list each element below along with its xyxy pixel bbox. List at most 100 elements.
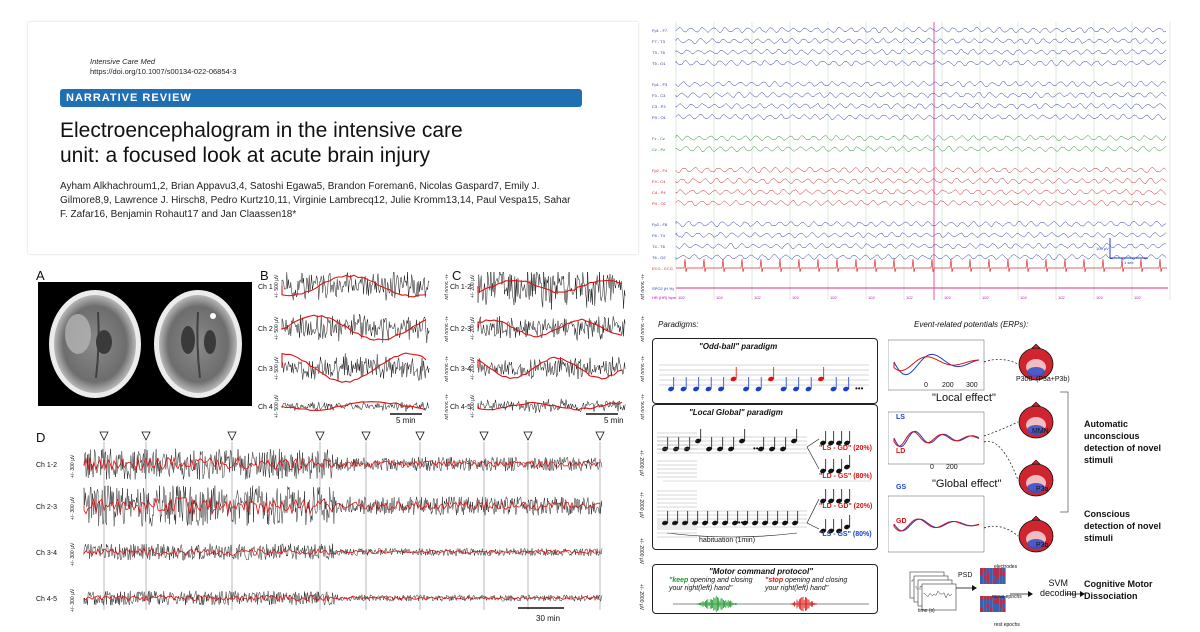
ct-scan-image xyxy=(38,282,252,406)
panel-a-tag: A xyxy=(36,268,45,283)
hr-value: 102 xyxy=(1096,295,1103,300)
heatmap-cell xyxy=(986,572,990,576)
note-head xyxy=(836,440,842,446)
eeg-trace xyxy=(675,166,1167,174)
left-scale-label: +/- 500 µV xyxy=(274,356,280,380)
local-effect-label: "Local effect" xyxy=(932,392,996,404)
heatmap-cell xyxy=(992,600,996,604)
trend-trace xyxy=(281,401,427,411)
note-head xyxy=(844,440,850,446)
head-blue-region xyxy=(1027,483,1045,493)
note-head xyxy=(769,446,775,452)
eeg-channel-label: P3 - O1 xyxy=(652,115,667,120)
left-scale-label: +/- 200 µV xyxy=(470,316,476,340)
auto-line-4: stimuli xyxy=(1084,455,1114,465)
right-scale-label: +/- 5000 µV xyxy=(443,316,448,343)
raw-trace xyxy=(83,590,603,606)
heatmap-cell xyxy=(999,580,1003,584)
eeg-trace xyxy=(675,145,1167,153)
heatmap-cell xyxy=(980,576,984,580)
erp-wave xyxy=(893,430,980,448)
note-head xyxy=(705,386,712,392)
hr-value: 102 xyxy=(1134,295,1141,300)
heatmap-cell xyxy=(986,576,990,580)
cmd-line-1: Cognitive Motor xyxy=(1084,579,1153,589)
note-head xyxy=(828,440,834,446)
right-scale-label: +/- 2000 µV xyxy=(638,492,644,519)
heatmap-cell xyxy=(989,596,993,600)
trend-trace xyxy=(477,356,623,380)
event-triangle-marker xyxy=(479,431,489,441)
move-epochs-label: move epochs xyxy=(992,594,1022,600)
title-line-1: Electroencephalogram in the intensive ca… xyxy=(60,119,463,142)
heatmap-cell xyxy=(986,580,990,584)
heatmap-cell xyxy=(980,596,984,600)
eeg-trace xyxy=(675,242,1167,250)
hr-value: 102 xyxy=(716,295,723,300)
branch-line xyxy=(806,438,820,448)
heatmap-cell xyxy=(992,572,996,576)
eeg-channel-label: Fp1 - F3 xyxy=(652,82,668,87)
note-head xyxy=(836,528,842,534)
channel-label: Ch 4 xyxy=(258,404,273,411)
right-scale-label: +/- 5000 µV xyxy=(443,356,448,383)
doi-link[interactable]: https://doi.org/10.1007/s00134-022-06854… xyxy=(90,67,237,76)
gs-tag: GS xyxy=(896,484,907,491)
raw-trace xyxy=(281,353,430,382)
hr-value: 102 xyxy=(1020,295,1027,300)
note-head xyxy=(828,468,834,474)
hr-value: 102 xyxy=(754,295,761,300)
note-head xyxy=(820,498,826,504)
right-scale-label: +/- 5000 µV xyxy=(443,394,448,421)
p3a-label: P3a xyxy=(1036,486,1049,493)
raw-trace xyxy=(83,448,603,480)
note-head xyxy=(844,464,850,470)
conscious-line-3: stimuli xyxy=(1084,533,1114,543)
heatmap-cell xyxy=(1002,576,1006,580)
eeg-channel-label: T5 - O1 xyxy=(652,61,666,66)
note-head xyxy=(732,520,738,526)
note-head xyxy=(668,386,674,392)
note-head xyxy=(702,520,708,526)
habituation-label: habituation (1min) xyxy=(699,537,756,544)
trend-trace xyxy=(281,352,427,383)
eeg-trace xyxy=(675,48,1167,56)
left-scale-label: +/- 300 µV xyxy=(70,496,76,520)
heatmap-cell xyxy=(980,580,984,584)
heatmap-cell xyxy=(989,576,993,580)
eeg-trace xyxy=(675,253,1167,261)
eeg-channel-label: C4 - P4 xyxy=(652,190,666,195)
panel-d-time-bar: 30 min xyxy=(536,614,561,623)
epoch-frame xyxy=(921,583,957,611)
heatmap-cell xyxy=(983,608,987,612)
heatmap-cell xyxy=(980,608,984,612)
head-nose xyxy=(1031,343,1041,349)
note-head xyxy=(792,520,798,526)
epoch-trace xyxy=(923,590,953,599)
erp-wave xyxy=(893,431,980,447)
mmn-label: MMN xyxy=(1032,428,1049,435)
channel-label: Ch 2 xyxy=(258,326,273,333)
ellipsis: ••• xyxy=(753,444,762,453)
hr-label: HR (HR) bpm xyxy=(652,295,677,300)
erp-title: Event-related potentials (ERPs): xyxy=(914,320,1029,329)
p3ab-label: (P3a+P3b) xyxy=(1036,376,1070,383)
heatmap-cell xyxy=(999,572,1003,576)
stop-instruction: "stop opening and closing xyxy=(765,577,847,584)
auto-line-2: unconscious xyxy=(1084,431,1140,441)
note-head xyxy=(682,520,688,526)
conscious-line-1: Conscious xyxy=(1084,509,1131,519)
eeg-channel-label: Cz - Pz xyxy=(652,147,665,152)
arrow-head xyxy=(972,585,977,591)
erp-plot-frame xyxy=(888,339,985,391)
ld-gs-label: "LD - GS" (80%) xyxy=(819,473,872,480)
heatmap-cell xyxy=(989,568,993,572)
heatmap-cell xyxy=(1002,568,1006,572)
hr-value: 102 xyxy=(944,295,951,300)
eeg-trace xyxy=(675,188,1167,196)
heatmap-cell xyxy=(999,568,1003,572)
note-head xyxy=(780,386,787,392)
right-scale-label: +/- 5000 µV xyxy=(443,274,448,301)
right-scale-label: +/- 2000 µV xyxy=(638,538,644,565)
